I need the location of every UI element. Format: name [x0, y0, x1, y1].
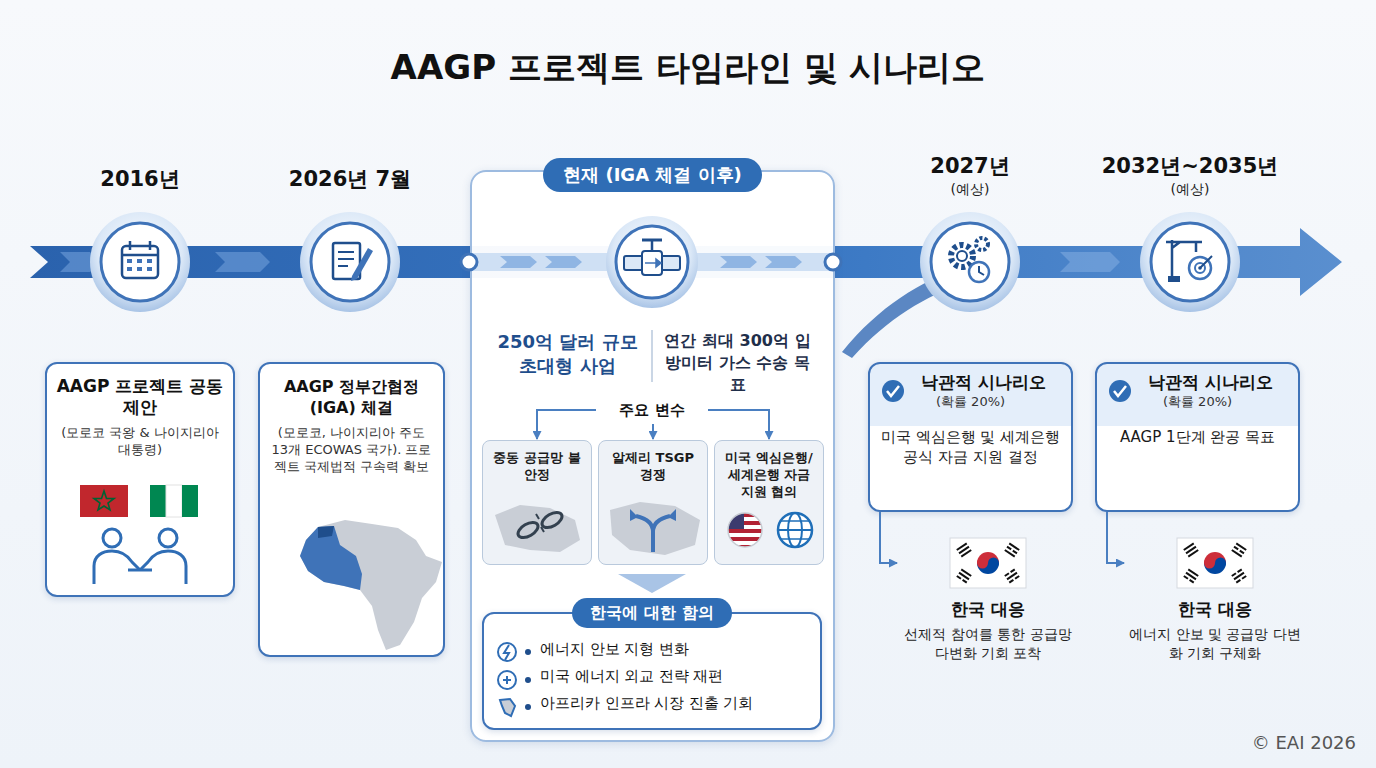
down-chevron	[618, 574, 686, 593]
connector-arrow	[537, 410, 596, 439]
node-heading: 한국 대응	[1125, 597, 1305, 621]
milestone-circle	[300, 212, 400, 312]
node-text: 선제적 참여를 통한 공급망 다변화 기회 포착	[898, 625, 1078, 663]
fact-box: 연간 최대 300억 입방미터 가스 수송 목표	[655, 328, 820, 398]
node-text: 미국 에너지 외교 전략 재편	[492, 663, 812, 690]
timeline-chevron	[215, 252, 270, 272]
node-text: (확률 20%)	[880, 393, 1061, 411]
node-heading: 중동 공급망 불안정	[489, 449, 585, 483]
node-heading: 한국에 대한 함의	[572, 598, 731, 628]
node-heading: 낙관적 시나리오	[880, 372, 1061, 393]
node-text: 에너지 안보 지형 변화	[492, 636, 812, 663]
fact-box: 250억 달러 규모 초대형 사업	[485, 328, 650, 380]
node-heading: 낙관적 시나리오	[1107, 372, 1288, 393]
timeline-chevron	[1060, 252, 1120, 272]
morocco-flag	[80, 485, 128, 517]
milestone-circle	[90, 212, 190, 312]
implication-box: 한국에 대한 함의에너지 안보 지형 변화미국 에너지 외교 전략 재편아프리카…	[482, 612, 822, 730]
node-heading: 주요 변수	[600, 400, 704, 420]
scenario-box: 낙관적 시나리오(확률 20%) 미국 엑심은행 및 세계은행 공식 자금 지원 …	[868, 362, 1073, 512]
connector-arrow	[652, 424, 654, 439]
node-text: (확률 20%)	[1107, 393, 1288, 411]
node-heading: 미국 엑심은행/세계은행 자금 지원 협의	[721, 449, 817, 500]
variables-heading: 주요 변수	[598, 398, 706, 422]
handshake-icon	[94, 529, 186, 584]
node-heading: 한국 대응	[898, 597, 1078, 621]
copyright-note: © EAI 2026	[1252, 732, 1356, 754]
timeline-label: 2027년	[930, 153, 1009, 179]
connector-arrow	[708, 410, 769, 439]
variable-box: 미국 엑심은행/세계은행 자금 지원 협의	[714, 440, 824, 565]
node-heading: AAGP 정부간협정(IGA) 체결	[268, 376, 435, 418]
node-heading: 250억 달러 규모 초대형 사업	[489, 330, 646, 378]
milestone-circle	[1140, 212, 1240, 312]
korea-flag	[950, 538, 1026, 588]
node-text: 아프리카 인프라 시장 진출 기회	[492, 690, 812, 717]
nigeria-flag	[150, 485, 198, 517]
node-text: 미국 엑심은행 및 세계은행 공식 자금 지원 결정	[880, 427, 1061, 467]
timeline-label: 2016년	[100, 166, 179, 192]
timeline-dot	[825, 254, 841, 270]
bullet-icons	[498, 643, 516, 716]
algeria-map-fork	[610, 502, 700, 555]
us-flag-globe	[728, 513, 812, 549]
timeline-label: 2032년~2035년	[1102, 153, 1279, 179]
milestone-circle	[920, 212, 1020, 312]
milestone-circle	[606, 216, 698, 308]
timeline-label: (예상)	[951, 180, 990, 198]
node-text: AAGP 1단계 완공 목표	[1107, 427, 1288, 447]
bullet-dot	[525, 649, 531, 710]
separator-line	[651, 330, 653, 382]
node-text: (모로코 국왕 & 나이지리아 대통령)	[55, 424, 225, 458]
korea-flag	[1177, 538, 1253, 588]
timeline-dot	[461, 254, 477, 270]
node-heading: 현재 (IGA 체결 이후)	[543, 158, 762, 192]
panel-fill	[470, 170, 835, 742]
diagram-title: AAGP 프로젝트 타임라인 및 시나리오	[391, 46, 986, 88]
scenario-box: 낙관적 시나리오(확률 20%) AAGP 1단계 완공 목표	[1095, 362, 1300, 512]
middle-east-map-chain	[495, 505, 580, 552]
node-text: (모로코, 나이지리아 주도 13개 ECOWAS 국가). 프로젝트 국제법적…	[268, 424, 435, 475]
timeline-label: 2026년 7월	[289, 166, 411, 192]
node-heading: 연간 최대 300억 입방미터 가스 수송 목표	[659, 330, 816, 396]
milestone-box: AAGP 프로젝트 공동 제안 (모로코 국왕 & 나이지리아 대통령)	[45, 362, 235, 597]
connector-arrow	[1107, 512, 1124, 563]
connector-arrow	[880, 512, 897, 563]
node-heading: AAGP 프로젝트 공동 제안	[55, 376, 225, 418]
node-heading: 알제리 TSGP 경쟁	[605, 449, 701, 483]
check-icon	[882, 380, 1131, 402]
timeline-label: (예상)	[1171, 180, 1210, 198]
node-text: 에너지 안보 및 공급망 다변화 기회 구체화	[1125, 625, 1305, 663]
africa-map	[300, 520, 442, 650]
